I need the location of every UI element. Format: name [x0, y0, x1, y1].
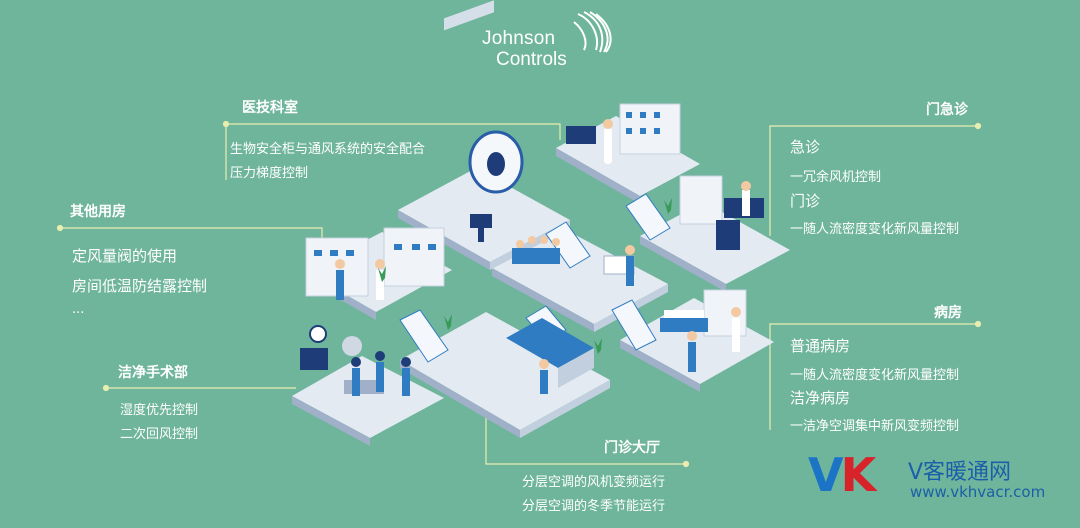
ward-line: 一随人流密度变化新风量控制	[790, 368, 960, 383]
ward-section-title: 病房	[934, 305, 962, 321]
lobby-line: 分层空调的风机变频运行	[522, 475, 666, 490]
clinic-section-title: 门急诊	[926, 102, 968, 118]
lab-line: 生物安全柜与通风系统的安全配合	[230, 142, 426, 157]
clinic-line: 一冗余风机控制	[790, 170, 882, 185]
other-line: 房间低温防结露控制	[72, 277, 208, 295]
lobby-section-title: 门诊大厅	[604, 440, 660, 456]
operating-room-floor	[292, 356, 444, 438]
watermark-name: V客暖通网	[908, 460, 1012, 485]
lobby-floor	[400, 312, 610, 430]
or-line: 二次回风控制	[120, 427, 199, 442]
lab-section-title: 医技科室	[242, 100, 298, 116]
clinic-line: 急诊	[790, 138, 821, 156]
watermark-url: www.vkhvacr.com	[910, 483, 1046, 501]
lab-line: 压力梯度控制	[230, 166, 309, 181]
reception-desk	[506, 318, 594, 368]
johnson-controls-logo-mark	[573, 11, 612, 53]
leader-lines	[56, 120, 982, 468]
clinic-line: 门诊	[790, 192, 821, 210]
vk-logo: VK	[808, 448, 876, 502]
plants	[378, 198, 672, 354]
ward-room-floor	[620, 298, 774, 384]
clinic-room-floor	[640, 202, 790, 284]
other-line: 定风量阀的使用	[72, 247, 178, 265]
clinic-line: 一随人流密度变化新风量控制	[790, 222, 960, 237]
logo-line-1: Johnson	[482, 28, 556, 49]
logo-line-2: Controls	[496, 49, 567, 70]
lobby-line: 分层空调的冬季节能运行	[522, 499, 666, 514]
ward-line: 洁净病房	[790, 389, 851, 407]
other-section-title: 其他用房	[70, 204, 126, 220]
or-section-title: 洁净手术部	[118, 365, 188, 381]
other-line: ...	[72, 302, 85, 317]
ward-line: 一洁净空调集中新风变频控制	[790, 419, 960, 434]
company-logo: Johnson Controls	[482, 28, 567, 70]
or-line: 湿度优先控制	[120, 403, 199, 418]
ward-line: 普通病房	[790, 337, 851, 355]
vk-watermark: VK V客暖通网 www.vkhvacr.com	[808, 448, 1070, 504]
